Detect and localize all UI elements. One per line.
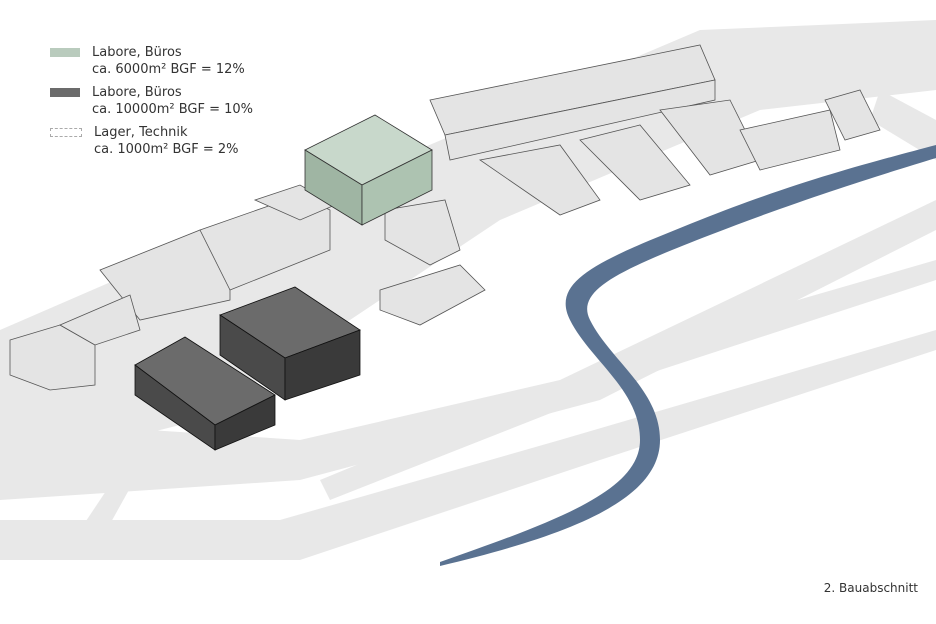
legend-label: Labore, Büros bbox=[92, 85, 182, 100]
legend-item-dark-labs: Labore, Büros ca. 10000m² BGF = 10% bbox=[50, 84, 253, 118]
legend-value: ca. 1000m² BGF = 2% bbox=[94, 142, 239, 157]
legend-value: ca. 10000m² BGF = 10% bbox=[92, 102, 254, 117]
legend: Labore, Büros ca. 6000m² BGF = 12% Labore… bbox=[50, 44, 253, 164]
legend-item-storage: Lager, Technik ca. 1000m² BGF = 2% bbox=[50, 124, 253, 158]
existing-buildings bbox=[9, 44, 881, 391]
river bbox=[440, 145, 936, 566]
legend-swatch bbox=[50, 128, 82, 137]
green-building bbox=[304, 114, 433, 226]
legend-swatch bbox=[50, 88, 80, 97]
dark-buildings bbox=[134, 286, 361, 451]
caption: 2. Bauabschnitt bbox=[823, 581, 918, 595]
legend-item-green-labs: Labore, Büros ca. 6000m² BGF = 12% bbox=[50, 44, 253, 78]
legend-label: Labore, Büros bbox=[92, 45, 182, 60]
legend-value: ca. 6000m² BGF = 12% bbox=[92, 62, 245, 77]
legend-label: Lager, Technik bbox=[94, 125, 188, 140]
legend-swatch bbox=[50, 48, 80, 57]
